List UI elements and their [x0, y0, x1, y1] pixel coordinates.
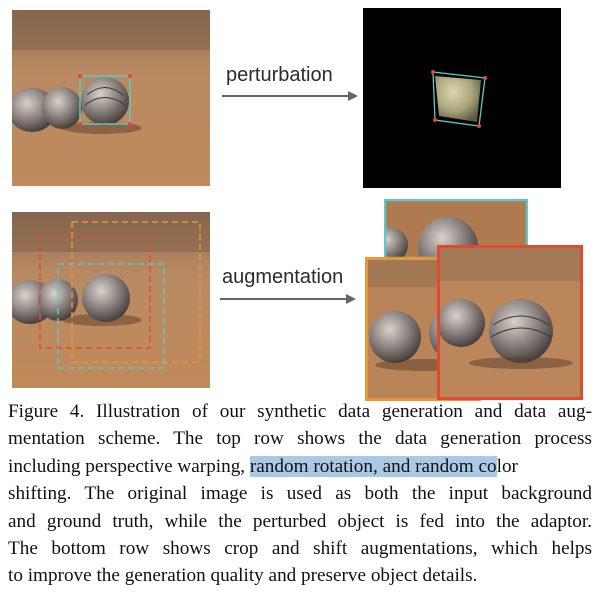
caption-line: to improve the generation quality and pr…: [8, 565, 478, 587]
caption-line: The bottom row shows crop and shift augm…: [8, 538, 592, 560]
caption-line: and ground truth, while the perturbed ob…: [8, 510, 592, 532]
source-photo-top: [12, 10, 210, 186]
perturbed-object-image: [363, 8, 561, 188]
augmentation-label: augmentation: [222, 266, 344, 288]
source-photo-bottom: [12, 212, 210, 388]
caption-line: mentation scheme. The top row shows the …: [8, 428, 592, 450]
augmented-crop-red: [437, 245, 583, 400]
caption-line: including perspective warping, random ro…: [8, 453, 592, 480]
caption-line: Figure 4. Illustration of our synthetic …: [8, 401, 592, 422]
caption-fragment: lor: [496, 455, 518, 477]
caption-line: shifting. The original image is used as …: [8, 483, 592, 505]
highlighted-text: random rotation, and random co: [249, 455, 497, 477]
augmentation-arrow: [220, 294, 356, 304]
figure-caption: Figure 4. Illustration of our synthetic …: [8, 398, 592, 590]
perturbation-arrow: [222, 91, 358, 101]
perturbation-label: perturbation: [226, 64, 333, 86]
caption-fragment: including perspective warping,: [8, 455, 250, 477]
